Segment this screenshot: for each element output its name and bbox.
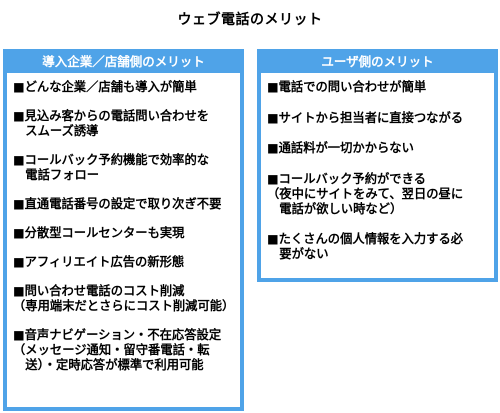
user-benefits-header: ユーザ側のメリット [261, 53, 494, 73]
benefit-item: ■たくさんの個人情報を入力する必 要がない [267, 232, 494, 262]
benefit-item-line: 電話が欲しい時など） [267, 201, 403, 216]
benefit-item-line: ■音声ナビゲーション・不在応答設定 [13, 328, 222, 342]
user-benefits-panel: ユーザ側のメリット ■電話での問い合わせが簡単■サイトから担当者に直接つながる■… [257, 49, 498, 282]
benefit-item-line: ■見込み客からの電話問い合わせを [13, 109, 210, 123]
benefit-item-line: 電話フォロー [13, 168, 100, 182]
benefit-item: ■問い合わせ電話のコスト削減（専用端末だとさらにコスト削減可能） [13, 284, 240, 314]
benefit-item-line: ■分散型コールセンターも実現 [13, 226, 185, 240]
benefit-item: ■コールバック予約ができる（夜中にサイトをみて、翌日の昼に 電話が欲しい時など） [267, 172, 494, 217]
benefit-item-line: スムーズ誘導 [13, 124, 99, 138]
benefit-item-line: ■電話での問い合わせが簡単 [267, 80, 427, 94]
user-benefits-list: ■電話での問い合わせが簡単 ■サイトから担当者に直接つながる ■通話料が一切かからな… [261, 73, 494, 262]
benefit-item-line: ■コールバック予約機能で効率的な [13, 153, 210, 167]
business-benefits-panel: 導入企業／店舗側のメリット ■どんな企業／店舗も導入が簡単 ■見込み客からの電話問… [3, 49, 244, 411]
benefit-item: ■アフィリエイト広告の新形態 [13, 255, 240, 270]
benefit-item-line: ■コールバック予約ができる [267, 171, 426, 186]
benefit-item-line: ■たくさんの個人情報を入力する必 [267, 232, 464, 246]
benefit-item-line: ■アフィリエイト広告の新形態 [13, 255, 185, 269]
benefit-item: ■通話料が一切かからない [267, 141, 494, 156]
benefit-item: ■見込み客からの電話問い合わせを スムーズ誘導 [13, 109, 240, 139]
business-benefits-header: 導入企業／店舗側のメリット [7, 53, 240, 73]
benefit-item-line: （夜中にサイトをみて、翌日の昼に [267, 186, 464, 201]
benefit-item-line: ■通話料が一切かからない [267, 141, 414, 155]
benefit-item-line: ■どんな企業／店舗も導入が簡単 [13, 80, 197, 94]
benefit-item: ■分散型コールセンターも実現 [13, 226, 240, 241]
benefit-item-line: ■直通電話番号の設定で取り次ぎ不要 [13, 197, 222, 211]
benefit-item: ■コールバック予約機能で効率的な 電話フォロー [13, 153, 240, 183]
benefit-item: ■電話での問い合わせが簡単 [267, 80, 494, 95]
benefit-item: ■サイトから担当者に直接つながる [267, 111, 494, 126]
benefit-item-line: 送）・定時応答が標準で利用可能 [13, 358, 204, 372]
benefit-item-line: （メッセージ通知・留守番電話・転 [13, 343, 210, 357]
page-title: ウェブ電話のメリット [177, 12, 323, 28]
benefit-item-line: （専用端末だとさらにコスト削減可能） [13, 299, 235, 313]
benefit-item: ■どんな企業／店舗も導入が簡単 [13, 80, 240, 95]
business-benefits-list: ■どんな企業／店舗も導入が簡単 ■見込み客からの電話問い合わせを スムーズ誘導 ■コ… [7, 73, 240, 373]
benefit-item: ■音声ナビゲーション・不在応答設定（メッセージ通知・留守番電話・転 送）・定時応… [13, 328, 240, 373]
benefit-item: ■直通電話番号の設定で取り次ぎ不要 [13, 197, 240, 212]
benefit-item-line: ■問い合わせ電話のコスト削減 [13, 284, 185, 298]
benefit-item-line: ■サイトから担当者に直接つながる [267, 110, 464, 125]
benefit-item-line: 要がない [267, 247, 329, 261]
